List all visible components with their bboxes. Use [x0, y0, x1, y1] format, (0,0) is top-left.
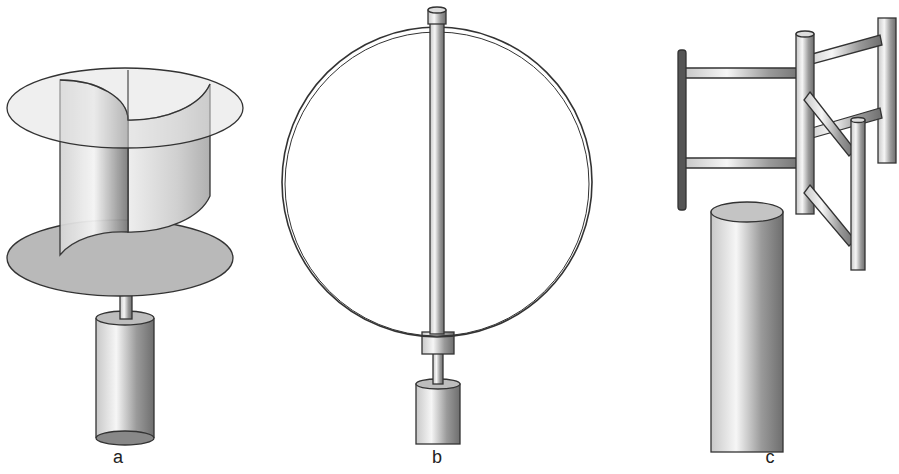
savonius-rotor	[7, 68, 243, 445]
darrieus-rotor	[282, 7, 592, 444]
figure-letter: a	[113, 448, 123, 466]
figure-letter: b	[432, 448, 442, 466]
h-rotor	[678, 18, 896, 452]
figure-letter: c	[766, 448, 775, 466]
